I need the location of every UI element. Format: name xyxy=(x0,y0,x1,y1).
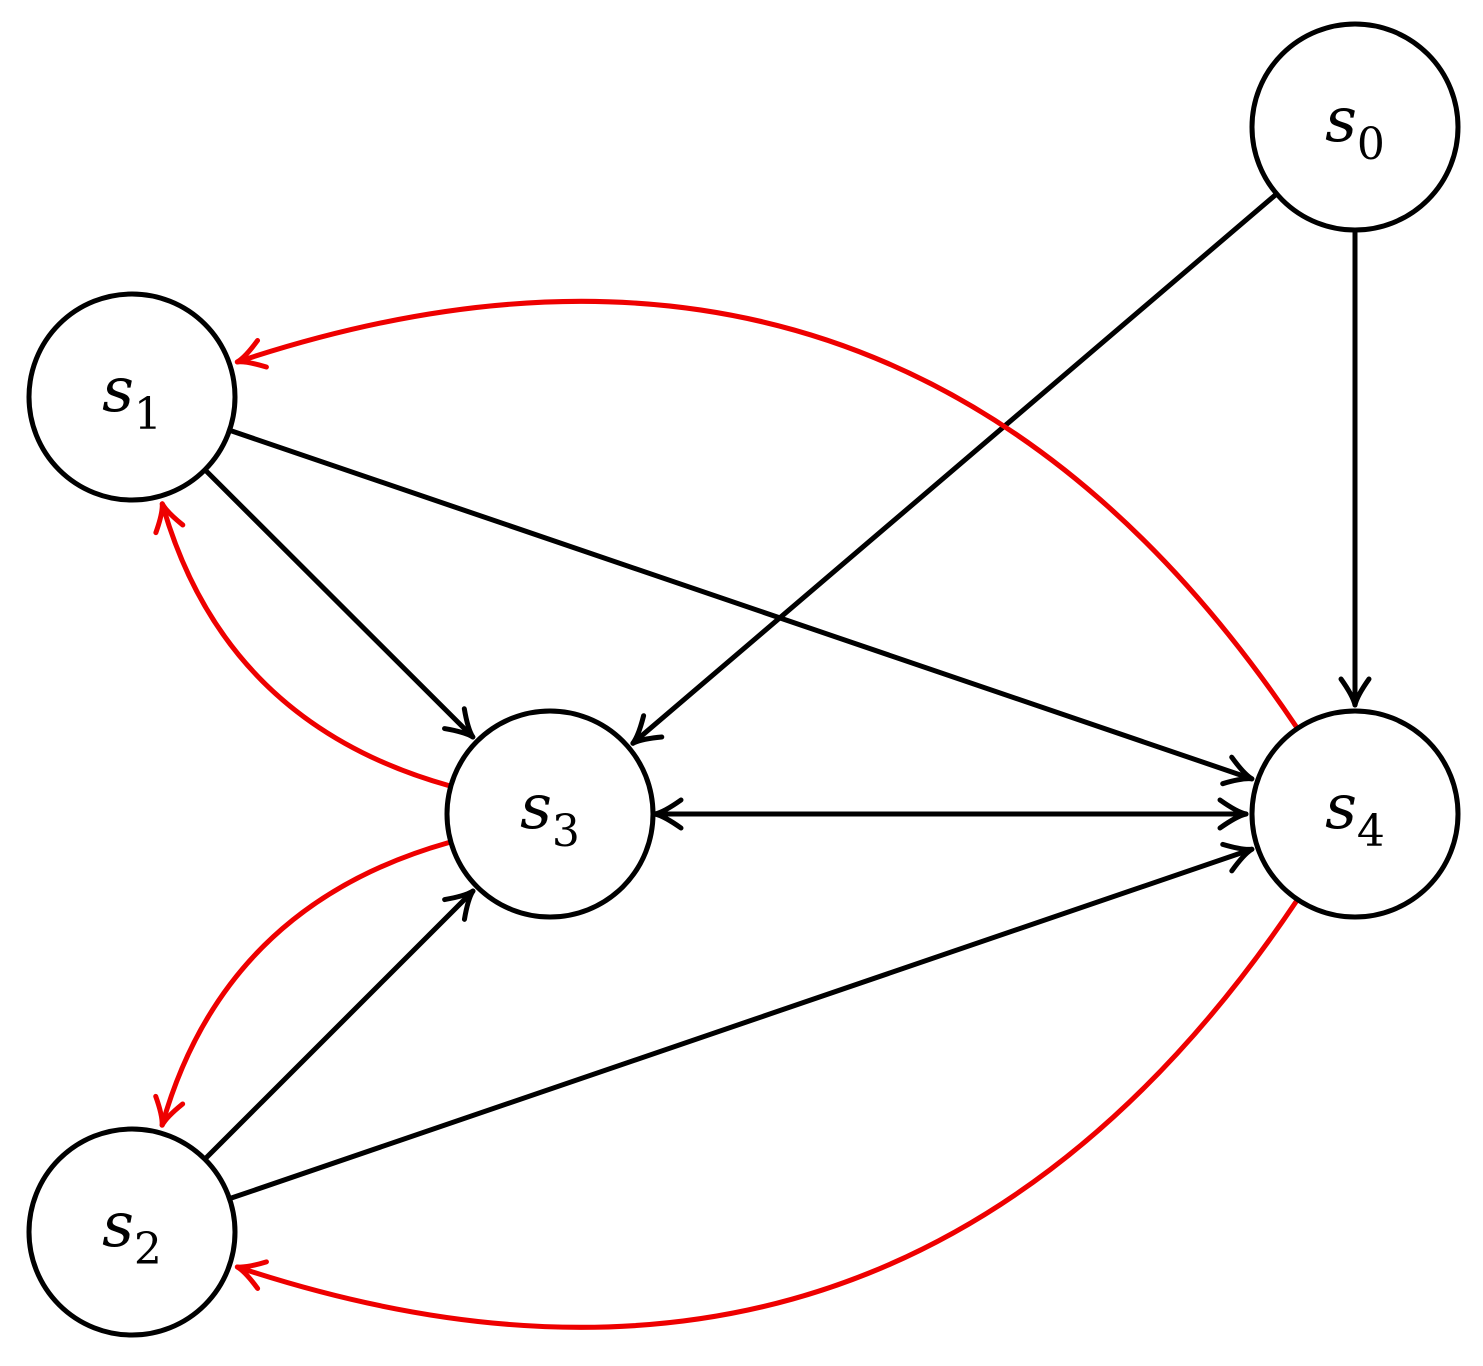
arrowhead-s4 xyxy=(1220,841,1255,874)
arrowhead-s3 xyxy=(442,888,476,922)
arrowhead-s4 xyxy=(1220,754,1255,787)
edge-s3-s1 xyxy=(153,501,452,789)
arrowhead-s3 xyxy=(630,713,665,746)
edge-line-s0-s3 xyxy=(630,192,1278,746)
edge-line-s1-s4 xyxy=(228,428,1255,782)
node-s2: s2 xyxy=(26,1126,238,1338)
edges-layer xyxy=(153,192,1372,1330)
arrowhead-s2 xyxy=(234,1259,269,1291)
node-s3-label-subscript: 3 xyxy=(552,806,580,857)
edge-s1-s3 xyxy=(203,468,476,740)
node-s0-label-base: s xyxy=(1325,83,1357,156)
node-s4-label-subscript: 4 xyxy=(1357,806,1385,857)
edge-curve-s3-s2 xyxy=(159,840,452,1128)
node-s2-circle xyxy=(26,1126,238,1338)
arrowhead-s1 xyxy=(153,501,186,536)
edge-s4-s2 xyxy=(234,898,1299,1330)
edge-curve-s3-s1 xyxy=(159,501,452,789)
edge-s0-s4 xyxy=(1338,229,1372,708)
arrowhead-s1 xyxy=(234,337,269,370)
node-s1-label-base: s xyxy=(102,353,134,426)
node-s2-label-subscript: 2 xyxy=(134,1224,162,1275)
node-s1-label-subscript: 1 xyxy=(134,389,162,440)
node-s3-label: s3 xyxy=(520,770,580,857)
edge-s4-s1 xyxy=(234,298,1299,730)
node-s4: s4 xyxy=(1249,708,1461,920)
edge-line-s1-s3 xyxy=(203,468,476,740)
edge-s3-s4 xyxy=(652,797,1249,831)
node-s0-label-subscript: 0 xyxy=(1357,119,1385,170)
node-s0-label: s0 xyxy=(1325,83,1385,170)
node-s0: s0 xyxy=(1249,21,1461,233)
arrowhead-s4 xyxy=(1217,797,1249,831)
edge-curve-s4-s2 xyxy=(234,898,1299,1330)
node-s1-circle xyxy=(26,291,238,503)
node-s4-label: s4 xyxy=(1325,770,1385,857)
edge-s3-s2 xyxy=(153,840,452,1128)
node-s0-circle xyxy=(1249,21,1461,233)
edge-line-s2-s3 xyxy=(203,888,476,1161)
edge-s0-s3 xyxy=(630,192,1278,746)
edge-curve-s4-s1 xyxy=(234,298,1299,730)
edge-s2-s4 xyxy=(228,841,1255,1201)
node-s4-label-base: s xyxy=(1325,770,1357,843)
node-s3-label-base: s xyxy=(520,770,552,843)
node-s3: s3 xyxy=(444,708,656,920)
edge-s1-s4 xyxy=(228,428,1255,787)
node-s2-label-base: s xyxy=(102,1188,134,1261)
node-s1: s1 xyxy=(26,291,238,503)
node-s1-label: s1 xyxy=(102,353,162,440)
edge-s2-s3 xyxy=(203,888,476,1161)
node-s2-label: s2 xyxy=(102,1188,162,1275)
arrowhead-s4 xyxy=(1338,676,1372,708)
edge-line-s2-s4 xyxy=(228,846,1255,1201)
arrowhead-s2 xyxy=(153,1093,186,1128)
arrowhead-s3 xyxy=(442,706,476,740)
node-s4-circle xyxy=(1249,708,1461,920)
node-s3-circle xyxy=(444,708,656,920)
